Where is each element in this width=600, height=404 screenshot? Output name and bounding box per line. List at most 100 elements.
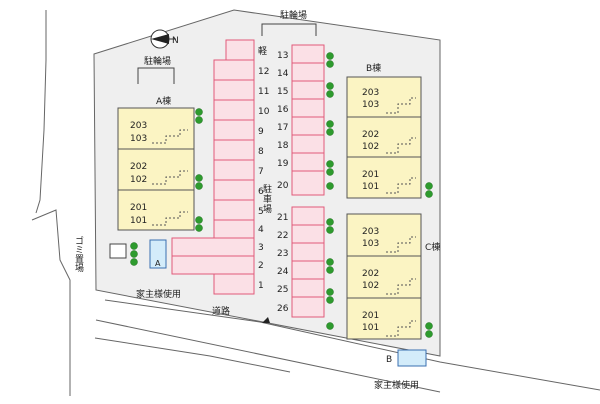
- parking-space-3: [171, 237, 255, 257]
- parking-space-2: [171, 255, 255, 275]
- owner-use-b-label: 家主様使用: [374, 379, 419, 391]
- parking-space-21: [291, 206, 325, 226]
- parking-space-14: [291, 62, 325, 82]
- unit-b-upper-1: 203: [362, 88, 379, 98]
- unit-c-lower-2: 102: [362, 281, 379, 291]
- north-label: N: [172, 36, 179, 46]
- entrance-marker-icon: [262, 317, 270, 323]
- building-c: C棟 203 103 202 102 201 101: [346, 213, 440, 340]
- parking-number-8: 8: [258, 147, 264, 157]
- boundary-lines: [31, 10, 600, 396]
- parking-space-1: [213, 273, 255, 295]
- parking-number-26: 26: [277, 304, 289, 314]
- parking-number-12: 12: [258, 67, 269, 77]
- unit-c-upper-2: 202: [362, 269, 379, 279]
- parking-number-24: 24: [277, 267, 289, 277]
- parking-space-19: [291, 152, 325, 172]
- parking-number-17: 17: [277, 123, 288, 133]
- parking-space-26: [291, 296, 325, 318]
- parking-number-14: 14: [277, 69, 289, 79]
- parking-space-5: [213, 199, 255, 221]
- building-b: B棟 203 103 202 102 201 101: [346, 62, 422, 199]
- parking-column-right-upper: [291, 44, 325, 196]
- parking-number-4: 4: [258, 225, 264, 235]
- parking-number-2: 2: [258, 261, 264, 271]
- unit-a-lower-3: 101: [130, 216, 147, 226]
- unit-a-lower-2: 102: [130, 175, 147, 185]
- parking-numbers-right-lower: 21 22 23 24 25 26: [277, 213, 289, 314]
- parking-number-16: 16: [277, 105, 289, 115]
- parking-number-9: 9: [258, 127, 264, 137]
- unit-c-upper-1: 203: [362, 227, 379, 237]
- parking-space-7: [213, 159, 255, 181]
- parking-number-13: 13: [277, 51, 288, 61]
- parking-space-16: [291, 98, 325, 118]
- parking-space-22: [291, 224, 325, 244]
- parking-space-8: [213, 139, 255, 161]
- parking-space-25: [291, 278, 325, 298]
- parking-numbers-right-upper: 13 14 15 16 17 18 19 20: [277, 51, 289, 191]
- building-a-label: A棟: [156, 95, 171, 107]
- parking-number-21: 21: [277, 213, 288, 223]
- garbage-label: ゴミ置場: [73, 235, 84, 273]
- parking-number-15: 15: [277, 87, 288, 97]
- north-arrow-icon: N: [150, 29, 179, 49]
- owner-space-b-letter: B: [386, 355, 392, 365]
- parking-number-7: 7: [258, 167, 264, 177]
- owner-space-a-letter: A: [155, 259, 161, 268]
- parking-space-12: [213, 59, 255, 81]
- unit-a-upper-1: 203: [130, 121, 147, 131]
- parking-number-10: 10: [258, 107, 270, 117]
- parking-number-22: 22: [277, 231, 288, 241]
- unit-b-upper-3: 201: [362, 170, 379, 180]
- light-vehicle-label: 軽: [258, 46, 267, 57]
- unit-c-lower-3: 101: [362, 323, 379, 333]
- unit-c-upper-3: 201: [362, 311, 379, 321]
- parking-space-18: [291, 134, 325, 154]
- owner-use-a-label: 家主様使用: [136, 288, 181, 300]
- parking-number-18: 18: [277, 141, 289, 151]
- parking-lot-label: 駐車場: [261, 183, 272, 214]
- bike-parking-top: 駐輪場: [261, 9, 317, 36]
- building-c-label: C棟: [425, 241, 440, 253]
- parking-space-20: [291, 170, 325, 196]
- parking-number-11: 11: [258, 87, 269, 97]
- unit-a-upper-2: 202: [130, 162, 147, 172]
- parking-space-11: [213, 79, 255, 101]
- parking-number-20: 20: [277, 181, 289, 191]
- parking-space-24: [291, 260, 325, 280]
- building-b-block: [346, 76, 422, 199]
- parking-space-13: [291, 44, 325, 64]
- parking-space-15: [291, 80, 325, 100]
- bike-parking-top-label: 駐輪場: [280, 9, 307, 21]
- road-label: 道路: [212, 305, 230, 317]
- parking-numbers-left: 軽 12 11 10 9 8 7 6 5 4 3 2 1: [258, 46, 270, 291]
- unit-b-upper-2: 202: [362, 130, 379, 140]
- parking-number-19: 19: [277, 159, 289, 169]
- parking-space-10: [213, 99, 255, 121]
- parking-number-5: 5: [258, 207, 264, 217]
- parking-space-23: [291, 242, 325, 262]
- building-a-block: [117, 107, 195, 231]
- unit-b-lower-2: 102: [362, 142, 379, 152]
- owner-space-b: B 家主様使用: [374, 349, 427, 391]
- unit-c-lower-1: 103: [362, 239, 379, 249]
- unit-b-lower-3: 101: [362, 182, 379, 192]
- parking-column-right-lower: [291, 206, 325, 318]
- tree-icons: [130, 52, 433, 338]
- building-b-label: B棟: [366, 62, 381, 74]
- unit-a-upper-3: 201: [130, 203, 147, 213]
- building-a: A棟 203 103 202 102 201 101: [117, 95, 195, 231]
- garbage-area: ゴミ置場: [73, 235, 127, 273]
- bike-parking-left-label: 駐輪場: [144, 55, 171, 67]
- parking-space-17: [291, 116, 325, 136]
- parking-space-9: [213, 119, 255, 141]
- owner-space-b-box: [397, 349, 427, 367]
- parking-column-left: [171, 39, 255, 295]
- building-c-block: [346, 213, 422, 340]
- owner-space-a: A 家主様使用: [136, 239, 181, 300]
- parking-number-25: 25: [277, 285, 288, 295]
- parking-number-6: 6: [258, 187, 264, 197]
- parking-number-3: 3: [258, 243, 264, 253]
